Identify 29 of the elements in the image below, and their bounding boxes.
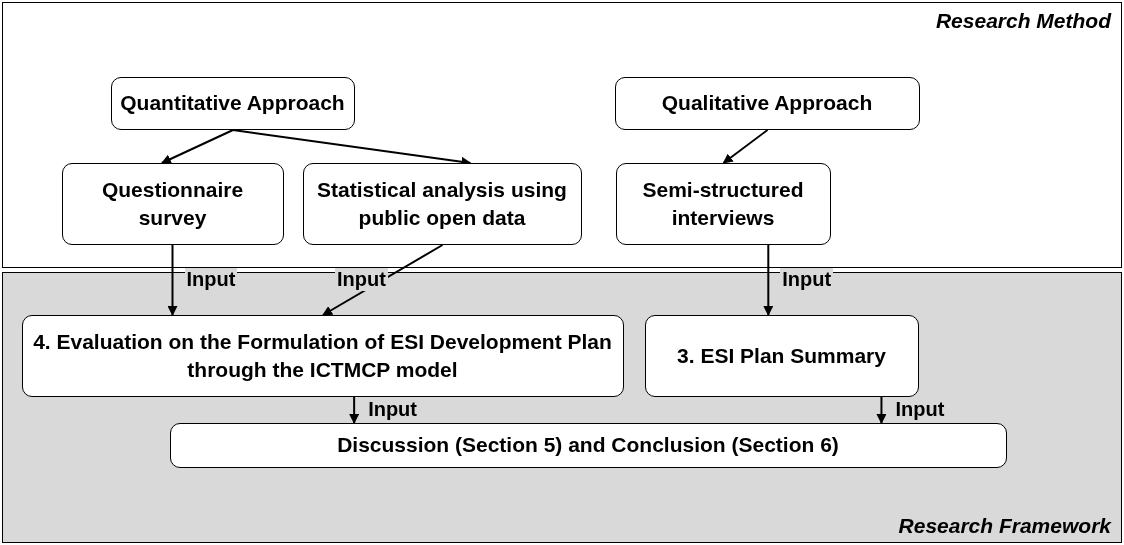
process-box (615, 162, 831, 245)
section-panel (2, 272, 1122, 543)
box-text: Discussion (Section 5) and Conclusion (Section 6) (337, 432, 839, 459)
edge-label: Input (184, 268, 238, 291)
box-text: Statistical analysis using public open data (316, 177, 568, 231)
process-box (302, 162, 582, 245)
section-panel (2, 2, 1122, 268)
process-box (644, 314, 919, 397)
box-text: 4. Evaluation on the Formulation of ESI Development Plan through the ICTMCP model (32, 329, 613, 383)
arrow (876, 396, 887, 424)
box-text: Qualitative Approach (661, 90, 873, 117)
arrow (160, 129, 234, 164)
process-box (21, 314, 624, 397)
box-text: 3. ESI Plan Summary (677, 342, 886, 369)
arrow (167, 244, 178, 316)
box-text: Semi-structured interviews (641, 177, 805, 231)
section-title: Research Framework (898, 514, 1111, 538)
edge-label: Input (780, 268, 834, 291)
arrow (349, 396, 360, 424)
section-title: Research Method (935, 9, 1111, 33)
process-box (614, 76, 920, 130)
box-text: Questionnaire survey (100, 177, 245, 231)
process-box (61, 162, 284, 245)
process-box (169, 422, 1007, 468)
arrow (763, 244, 774, 316)
edge-label: Input (335, 268, 388, 291)
box-text: Quantitative Approach (120, 90, 345, 117)
process-box (110, 76, 355, 130)
arrow (722, 129, 769, 164)
